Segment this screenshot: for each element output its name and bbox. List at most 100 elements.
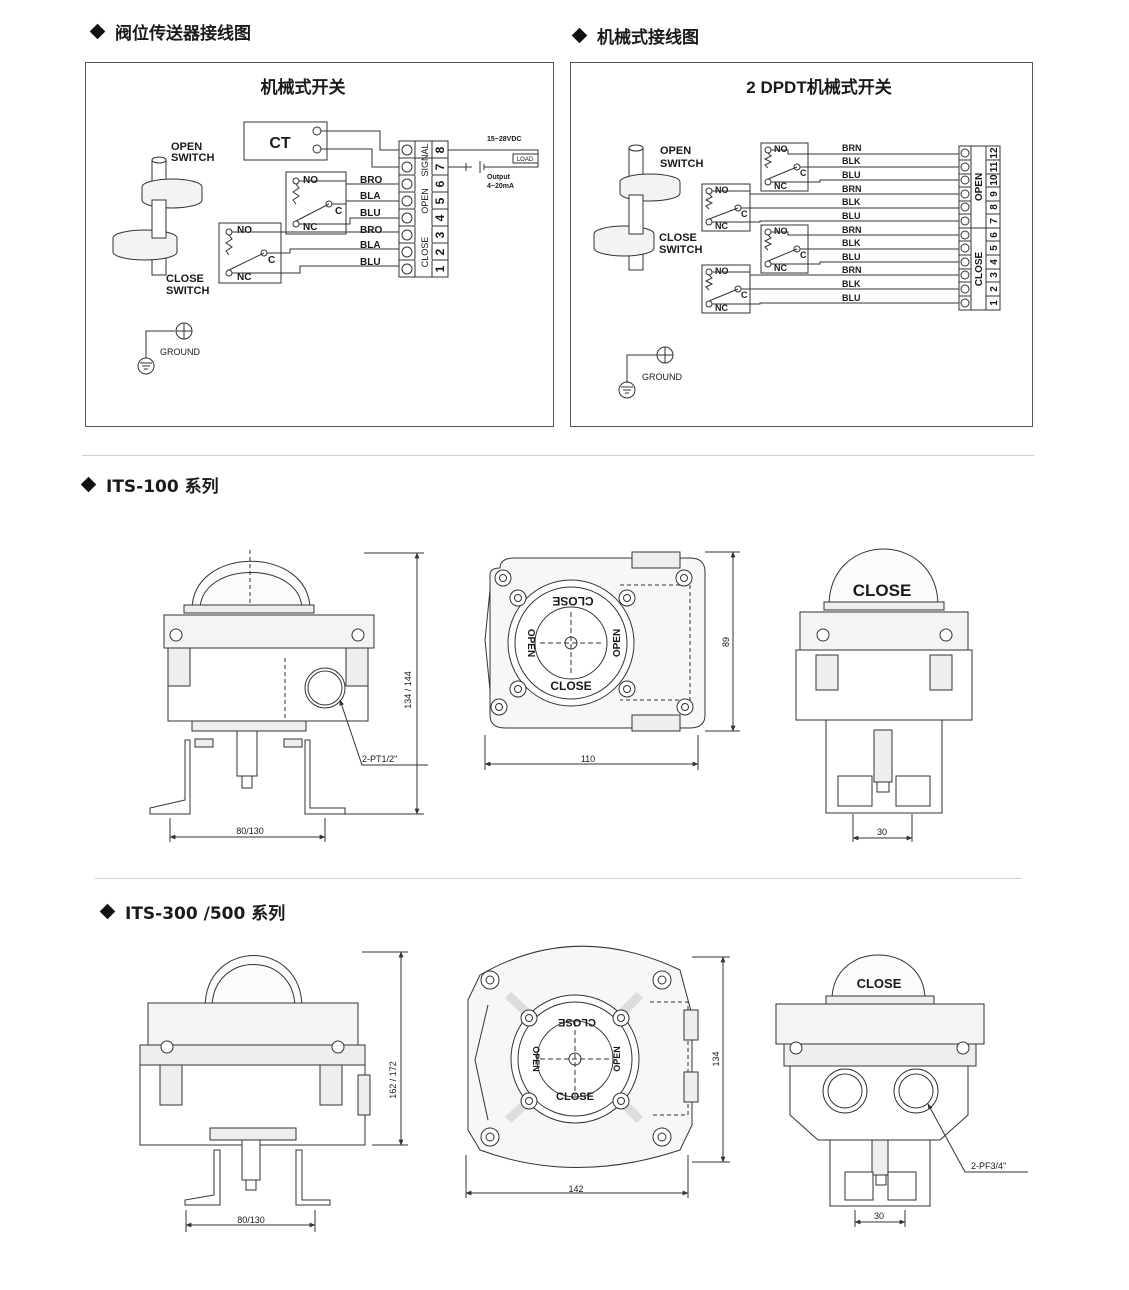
port-label: 2-PF3/4"	[971, 1161, 1006, 1171]
dial-open-label: OPEN	[525, 629, 536, 657]
dial-close-label: CLOSE	[558, 1016, 596, 1028]
output-label: Output	[487, 174, 511, 181]
section-heading-mechanical-wiring: 机械式接线图	[571, 23, 699, 48]
group-open-label: OPEN	[420, 188, 430, 214]
terminal-number: 4	[989, 259, 1000, 265]
terminal-number: 7	[989, 218, 1000, 224]
its100-side-view	[795, 548, 973, 842]
terminal-number: 7	[433, 163, 447, 170]
ground-label: GROUND	[642, 372, 682, 382]
dial-open-label: OPEN	[531, 1046, 541, 1072]
no-label: NO	[774, 144, 788, 154]
microswitch-4: NO NC C	[701, 264, 959, 314]
wire-label: BLK	[842, 156, 861, 166]
microswitch-2: NO NC C	[701, 183, 959, 232]
terminal-number: 12	[989, 147, 1000, 159]
nc-label: NC	[715, 221, 728, 231]
vdc-label: 15~28VDC	[487, 136, 521, 143]
its100-top-view	[484, 551, 740, 770]
microswitch-3: NO NC C	[760, 224, 959, 274]
ct-module-box	[243, 121, 328, 161]
nc-label: NC	[303, 222, 317, 233]
open-switch-label: OPEN	[171, 141, 202, 153]
switch-shaft-illustration	[112, 156, 203, 276]
port-label: 2-PT1/2"	[362, 754, 397, 764]
switch-shaft-illustration	[593, 144, 681, 271]
open-switch-label: SWITCH	[660, 158, 703, 170]
dimension-depth: 134	[711, 1051, 721, 1066]
heading-text: 阀位传送器接线图	[115, 24, 251, 44]
c-label: C	[741, 290, 748, 300]
dome-close-label: CLOSE	[853, 581, 912, 600]
section-heading-its100: ITS-100 系列	[80, 472, 219, 497]
divider	[95, 878, 1021, 879]
terminal-number: 6	[989, 232, 1000, 238]
terminal-number: 11	[989, 161, 1000, 172]
section-heading-its300: ITS-300 /500 系列	[99, 899, 286, 924]
panel-title: 2 DPDT机械式开关	[746, 77, 891, 97]
dimension-bracket: 80/130	[237, 1215, 265, 1225]
panel-title: 机械式开关	[261, 77, 346, 97]
dial-close-label: CLOSE	[552, 594, 593, 608]
terminal-number: 5	[433, 197, 447, 204]
terminal-number: 5	[989, 245, 1000, 251]
c-label: C	[741, 209, 748, 219]
group-close-label: CLOSE	[974, 251, 985, 286]
wire-label: BRN	[842, 143, 862, 153]
wire-label: BRO	[360, 225, 382, 236]
dimension-shaft: 30	[877, 827, 887, 837]
terminal-number: 2	[433, 248, 447, 255]
ground-label: GROUND	[160, 347, 200, 357]
c-label: C	[335, 206, 342, 217]
dial-open-label: OPEN	[612, 1046, 622, 1072]
terminal-number: 8	[433, 146, 447, 153]
no-label: NO	[715, 185, 729, 195]
close-switch-label: SWITCH	[659, 244, 702, 256]
wire-label: BLU	[360, 208, 381, 219]
wire-label: BRN	[842, 225, 862, 235]
dimension-bracket: 80/130	[236, 826, 264, 836]
wire-label: BLU	[842, 252, 861, 262]
group-signal-label: SIGNAL	[420, 143, 430, 176]
heading-text: ITS-300 /500 系列	[125, 904, 286, 924]
terminal-number: 6	[433, 180, 447, 187]
nc-label: NC	[774, 263, 787, 273]
heading-text: 机械式接线图	[597, 28, 699, 48]
wire-label: BLK	[842, 238, 861, 248]
c-label: C	[800, 250, 807, 260]
wire-label: BLA	[360, 240, 381, 251]
wire-label: BLU	[842, 170, 861, 180]
close-switch-label: CLOSE	[659, 232, 697, 244]
terminal-block: OPEN CLOSE 12 11 10 9 8 7 6 5 4 3 2 1	[958, 145, 1001, 311]
dome-close-label: CLOSE	[857, 976, 902, 991]
no-label: NO	[774, 226, 788, 236]
wiring-diagram-transmitter: 机械式开关 OPEN SWITCH CLOSE SWITCH CT NO NC …	[112, 77, 539, 375]
dimension-height: 162 / 172	[388, 1061, 398, 1099]
nc-label: NC	[774, 181, 787, 191]
dimension-depth: 89	[721, 637, 731, 647]
wire-label: BLU	[842, 211, 861, 221]
ground-icon	[618, 346, 674, 399]
wire-label: BRN	[842, 184, 862, 194]
wire-label: BLU	[360, 257, 381, 268]
dial-close-label: CLOSE	[550, 679, 591, 693]
its300-side-view	[775, 954, 1028, 1227]
group-open-label: OPEN	[974, 173, 985, 201]
dimension-width: 142	[568, 1184, 583, 1194]
no-label: NO	[237, 225, 252, 236]
terminal-number: 8	[989, 204, 1000, 210]
output-label: 4~20mA	[487, 183, 514, 190]
wire-label: BLU	[842, 293, 861, 303]
close-switch-label: SWITCH	[166, 285, 209, 297]
terminal-number: 9	[989, 191, 1000, 197]
nc-label: NC	[715, 303, 728, 313]
close-switch-label: CLOSE	[166, 273, 204, 285]
load-label: LOAD	[517, 157, 534, 163]
terminal-number: 1	[989, 300, 1000, 306]
terminal-block: SIGNAL OPEN CLOSE 8 7 6 5 4 3 2 1	[398, 140, 449, 278]
dial-open-label: OPEN	[612, 629, 623, 657]
its300-front-view	[139, 951, 408, 1232]
terminal-number: 1	[433, 265, 447, 272]
terminal-number: 10	[989, 174, 1000, 186]
